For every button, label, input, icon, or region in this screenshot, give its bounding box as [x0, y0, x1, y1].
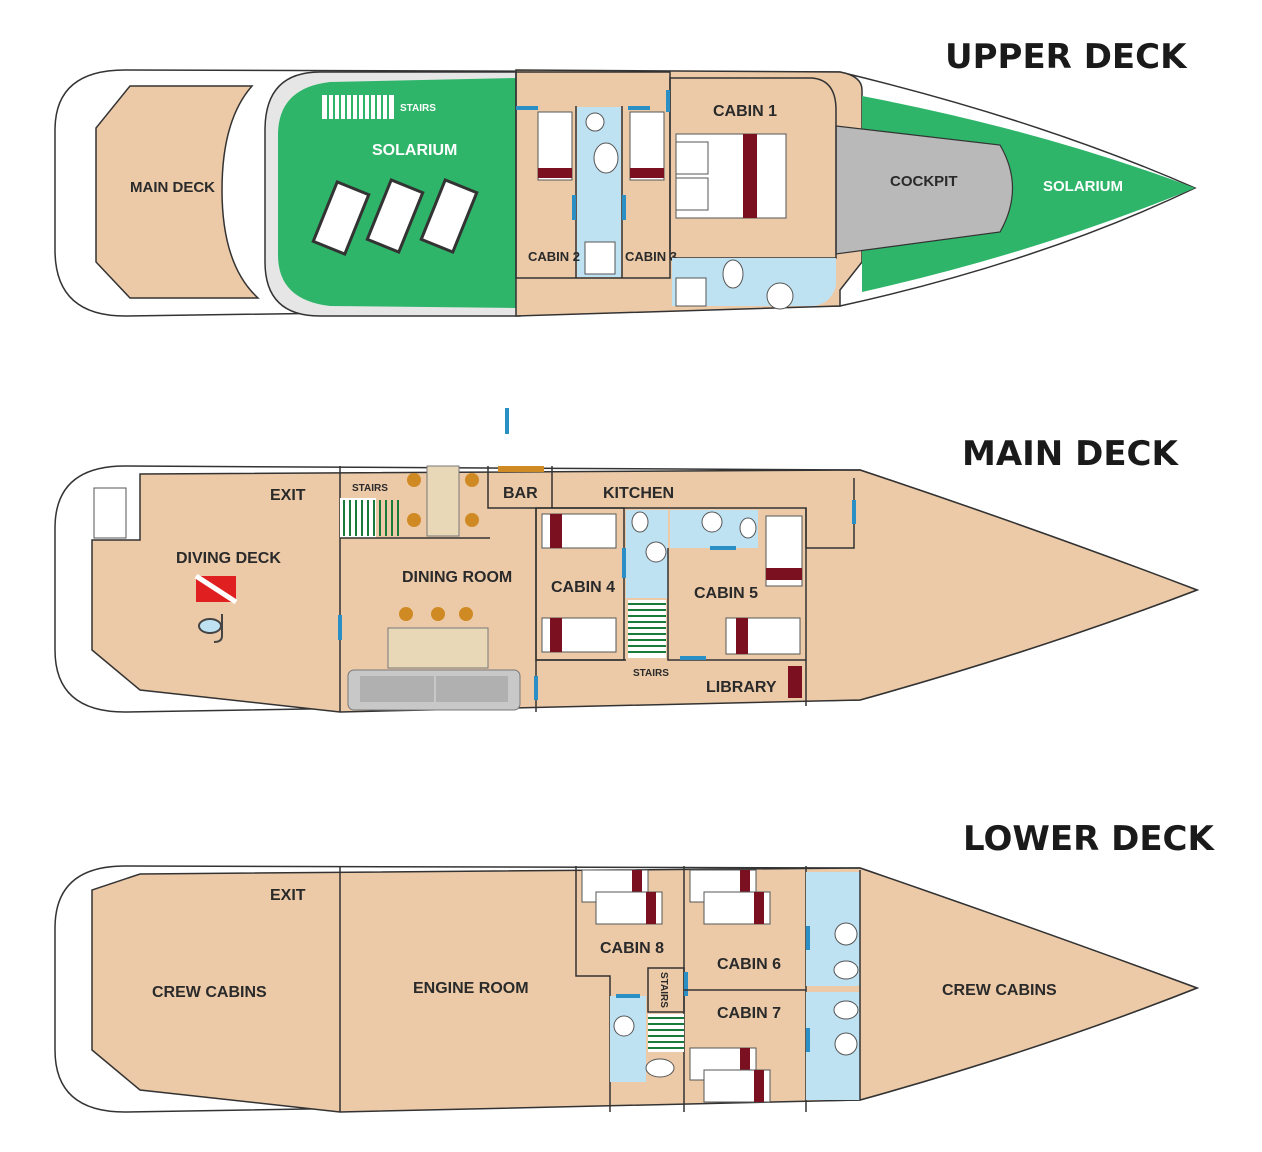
cabin8-label: CABIN 8 [600, 940, 664, 957]
toilet-icon [722, 259, 744, 289]
cabin7-label: CABIN 7 [717, 1005, 781, 1022]
diving-deck-label: DIVING DECK [176, 550, 281, 567]
toilet-icon [833, 1000, 859, 1020]
sink-icon [834, 922, 858, 946]
cockpit-label: COCKPIT [890, 173, 958, 190]
sink-icon [645, 541, 667, 563]
upper-stairs-label: STAIRS [400, 103, 436, 114]
sink-icon [593, 142, 619, 174]
bed-icon [537, 111, 665, 181]
main-deck: MAIN DECK EXIT DIVING DECK STAIRS [54, 434, 1200, 713]
crew-cabins-bow-label: CREW CABINS [942, 982, 1057, 999]
cabin1-label: CABIN 1 [713, 103, 777, 120]
bed-icon [581, 869, 663, 925]
stairs-icon [648, 1014, 684, 1052]
bed-icon [725, 515, 803, 655]
bar-label: BAR [503, 485, 538, 502]
cabin2-label: CABIN 2 [528, 249, 580, 264]
dining-room-label: DINING ROOM [402, 569, 512, 586]
crew-cabins-aft-label: CREW CABINS [152, 984, 267, 1001]
lower-stairs-label: STAIRS [658, 972, 669, 1008]
sofa-icon [347, 669, 521, 711]
bed-icon [689, 869, 771, 1103]
bookshelf [788, 666, 802, 698]
sink-icon [766, 282, 794, 310]
dining-table-lower [387, 627, 489, 669]
main-exit-label: EXIT [270, 487, 306, 504]
lower-exit-label: EXIT [270, 887, 306, 904]
dive-flag-icon [194, 573, 238, 605]
main-stairs2-label: STAIRS [633, 668, 669, 679]
kitchen-label: KITCHEN [603, 485, 674, 502]
snorkel-mask-icon [198, 614, 223, 643]
cabin4-label: CABIN 4 [551, 579, 615, 596]
cabin5-room [667, 508, 807, 661]
toilet-icon [645, 1058, 675, 1078]
stairs-icon [340, 498, 376, 538]
engine-room-label: ENGINE ROOM [413, 980, 529, 997]
toilet-icon [93, 487, 127, 539]
upper-stairs-icon [322, 95, 394, 119]
sink-icon [834, 1032, 858, 1056]
sun-lounger-icon [311, 178, 479, 256]
cabin1-bathroom [672, 258, 836, 306]
cockpit-area [835, 125, 1014, 255]
toilet-icon [833, 960, 859, 980]
cabin5-label: CABIN 5 [694, 585, 758, 602]
upper-main-deck-label: MAIN DECK [130, 179, 215, 196]
main-stairs-label: STAIRS [352, 483, 388, 494]
upper-deck-title: UPPER DECK [945, 37, 1188, 77]
toilet-icon [631, 511, 649, 533]
lower-bath-8 [610, 996, 646, 1082]
lower-floor [91, 867, 1200, 1113]
sink-icon [701, 511, 723, 533]
lower-deck: LOWER DECK EXIT CREW CABINS ENGINE ROOM … [54, 819, 1216, 1113]
upper-solarium-bow-label: SOLARIUM [1043, 178, 1123, 195]
bed-icon [675, 133, 787, 219]
cabin1-room [669, 77, 837, 259]
bed-icon [541, 513, 617, 653]
shower-icon [584, 241, 616, 275]
cabin3-label: CABIN 3 [625, 249, 677, 264]
upper-solarium-aft-label: SOLARIUM [372, 142, 457, 159]
toilet-icon [739, 517, 757, 539]
lower-deck-title: LOWER DECK [963, 819, 1216, 859]
cabin6-label: CABIN 6 [717, 956, 781, 973]
dining-table-upper [426, 465, 460, 537]
upper-main-deck-area [95, 85, 260, 299]
shower-icon [675, 277, 707, 307]
sink-icon [613, 1015, 635, 1037]
upper-deck: UPPER DECK MAIN DECK STAIRS SOLARIUM [54, 37, 1197, 317]
library-label: LIBRARY [706, 679, 777, 696]
main-deck-title: MAIN DECK [962, 434, 1179, 474]
